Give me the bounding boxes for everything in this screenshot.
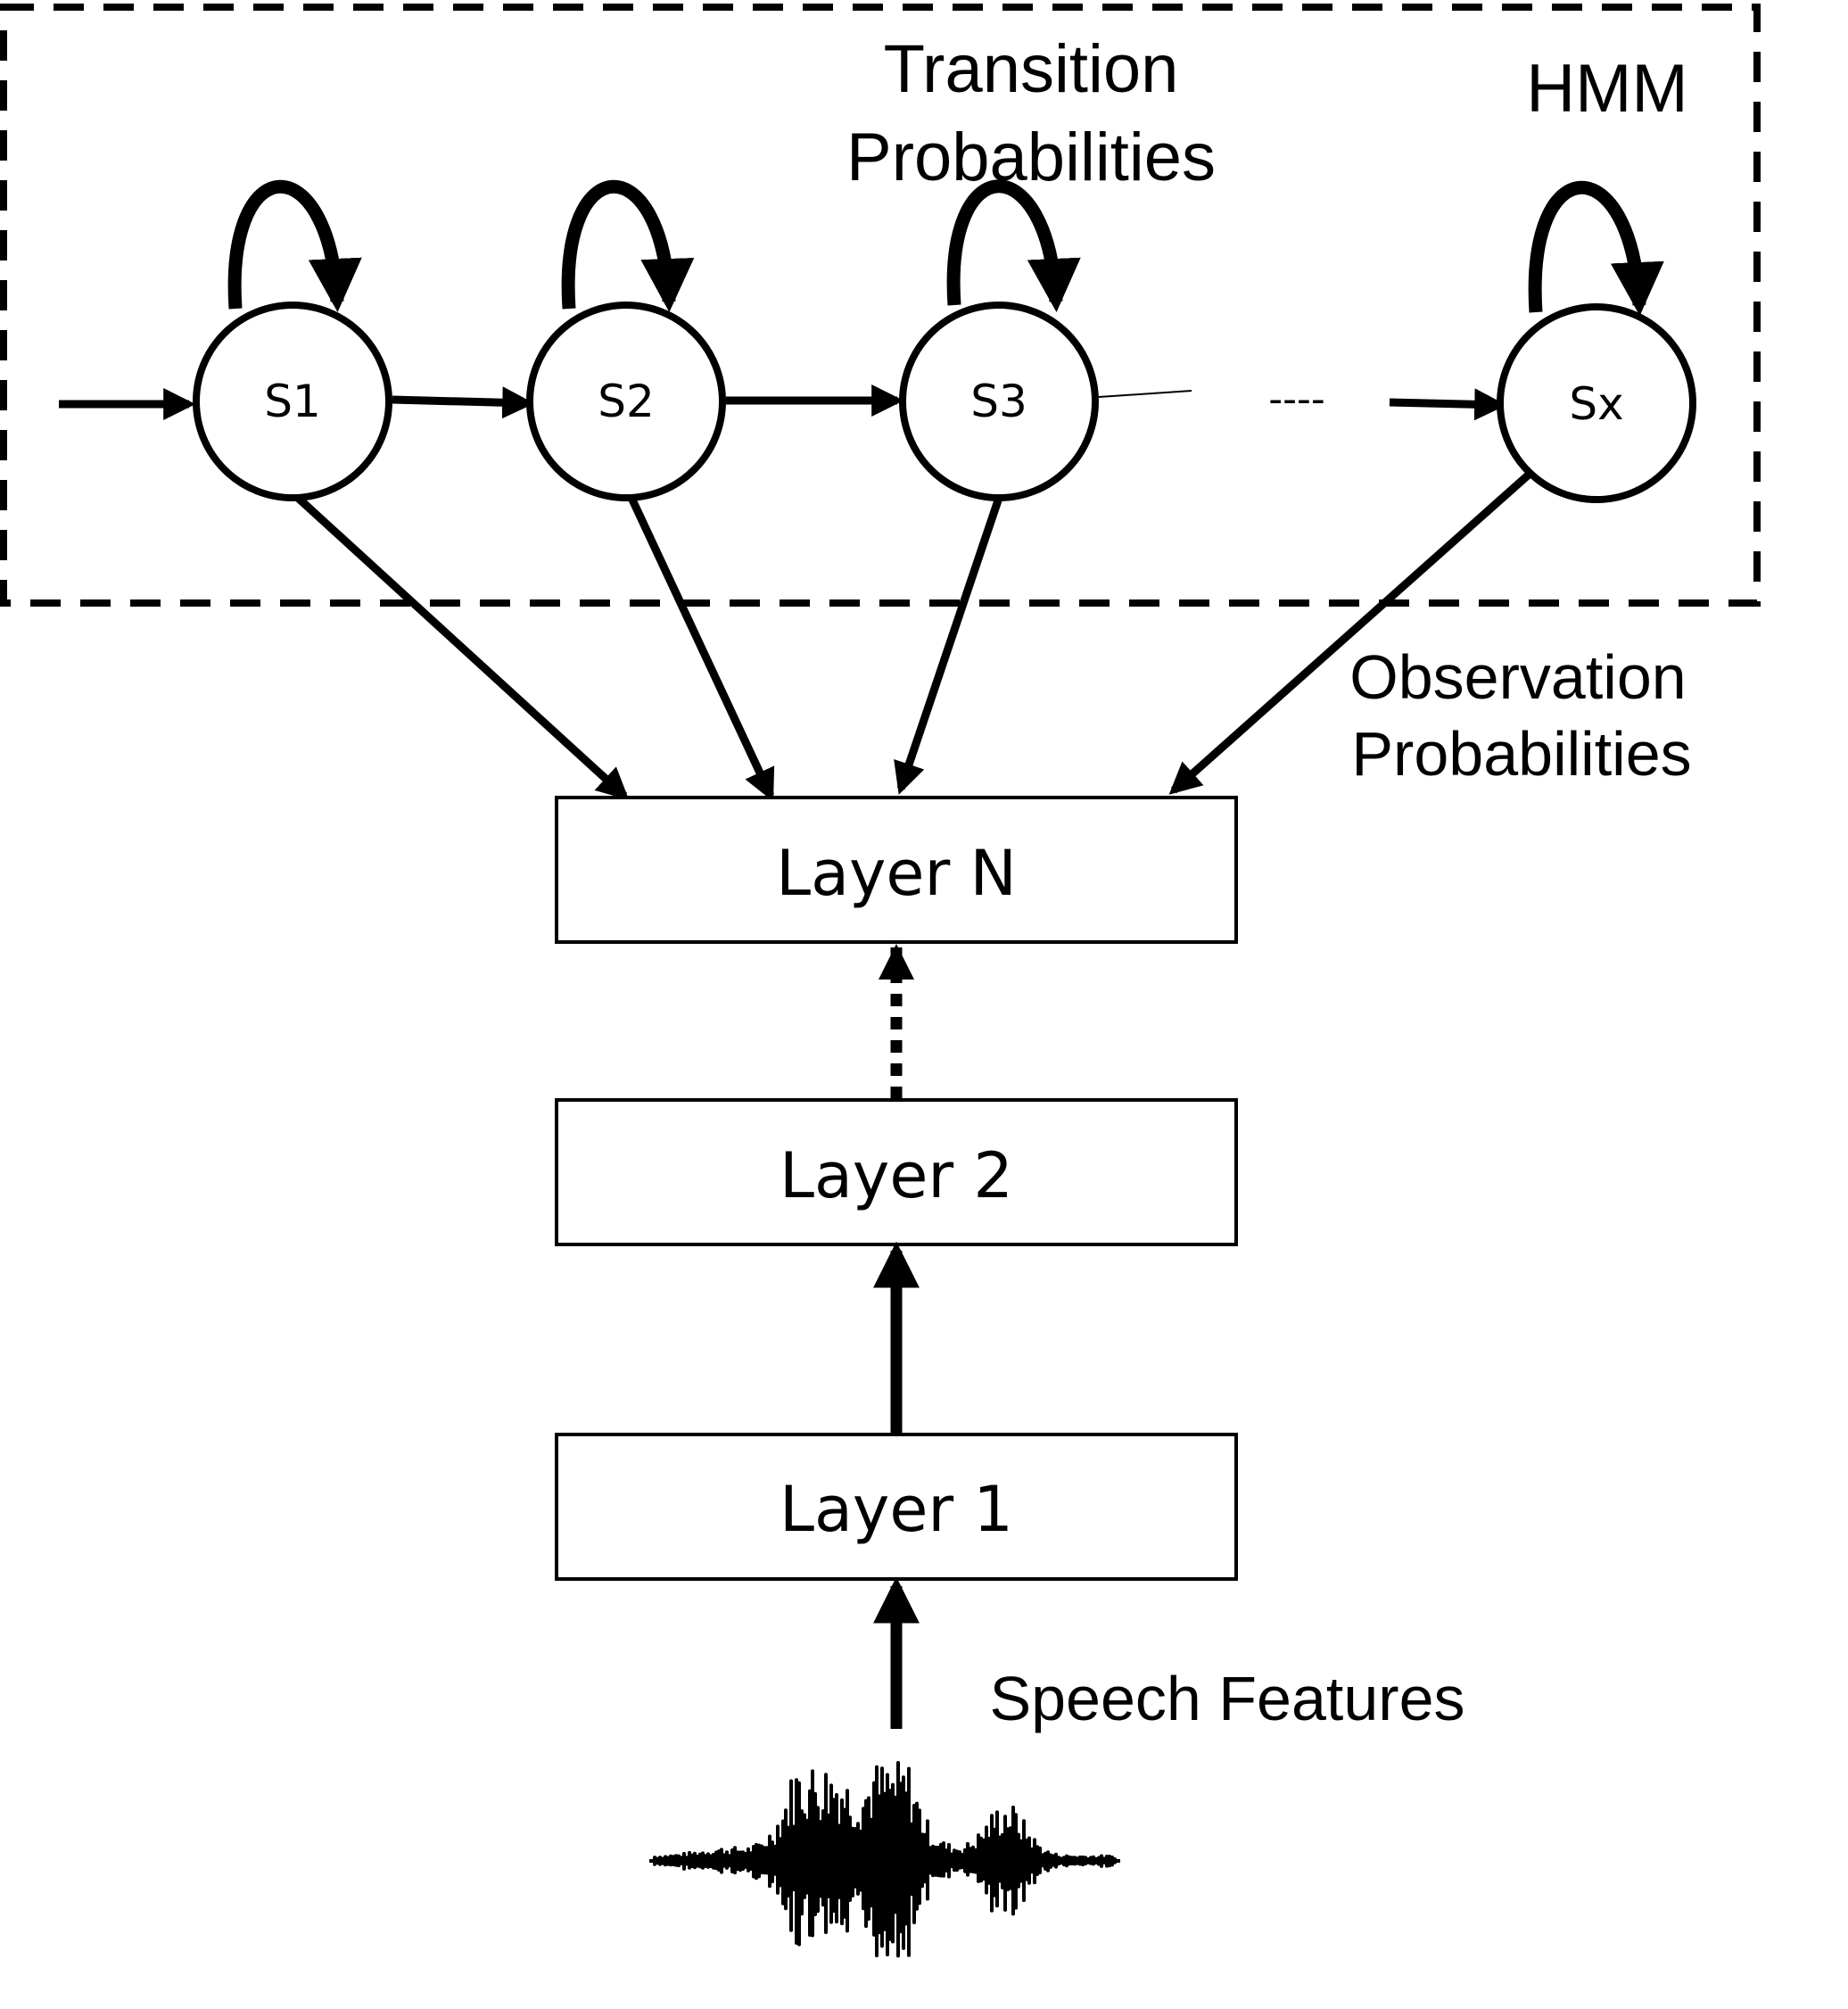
layer-1-box: Layer 1 [555,1433,1238,1581]
state-s2-label: S2 [598,376,655,427]
hmm-boundary [0,4,1761,607]
state-sx-label: Sx [1569,378,1623,430]
layer-2-box: Layer 2 [555,1098,1238,1246]
speech-waveform-icon [649,1761,1120,1958]
observation-probabilities-label-line1: Observation [1349,642,1686,712]
layer-n-label: Layer N [776,837,1017,910]
transition-probabilities-label-line2: Probabilities [846,120,1216,195]
state-s3-label: S3 [970,376,1027,427]
state-s3: S3 [899,302,1099,501]
observation-arrow-s2 [627,496,775,802]
transition-s3-thin [1098,390,1192,398]
ellipsis-dashes: ---- [1268,376,1325,422]
self-loop-s1 [227,179,362,312]
observation-arrow-s3 [894,496,1003,795]
speech-features-label: Speech Features [989,1664,1464,1733]
dotted-arrow-head [879,944,914,980]
layer-2-label: Layer 2 [780,1139,1013,1212]
transition-probabilities-label-line1: Transition [884,31,1179,107]
self-loop-s2 [561,179,695,312]
observation-arrow-s1 [294,494,630,800]
layer-1-label: Layer 1 [780,1473,1013,1546]
observation-arrow-sx [1168,471,1531,795]
transition-to-sx [1389,388,1507,421]
state-s1: S1 [193,302,392,501]
state-sx: Sx [1497,303,1696,503]
state-s1-label: S1 [264,376,321,427]
self-loop-sx [1528,180,1664,316]
self-loop-s3 [946,179,1081,312]
transition-s1-s2 [392,386,535,419]
hmm-label: HMM [1526,51,1688,127]
observation-probabilities-label-line2: Probabilities [1351,719,1691,789]
state-s2: S2 [526,302,726,501]
layer-n-box: Layer N [555,796,1238,944]
